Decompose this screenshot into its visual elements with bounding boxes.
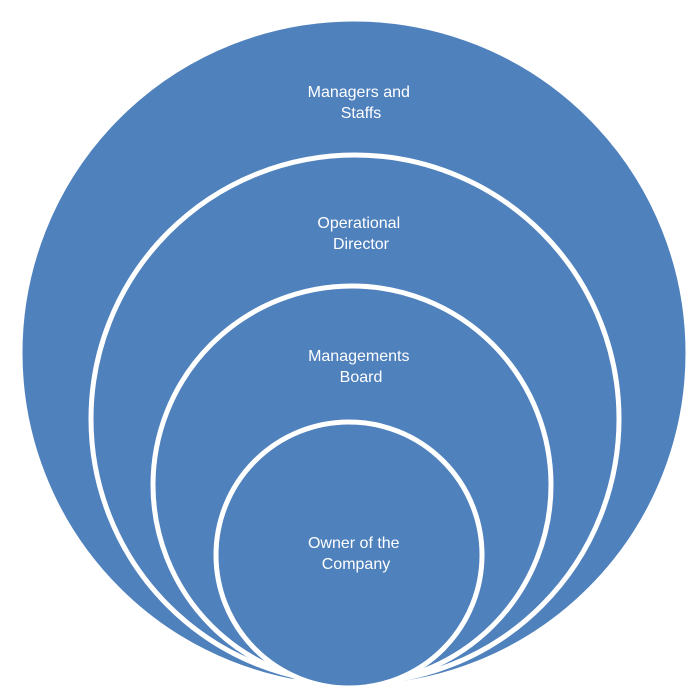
ring-label-owner-of-the-company: Owner of the Company <box>308 535 404 573</box>
ring-circle-owner-of-the-company <box>213 419 485 690</box>
ring-owner-of-the-company: Owner of the Company <box>213 419 485 690</box>
ring-label-operational-director: Operational Director <box>317 215 404 253</box>
ring-label-managements-board: Managements Board <box>308 348 414 386</box>
ring-label-managers-and-staffs: Managers and Staffs <box>308 84 415 122</box>
